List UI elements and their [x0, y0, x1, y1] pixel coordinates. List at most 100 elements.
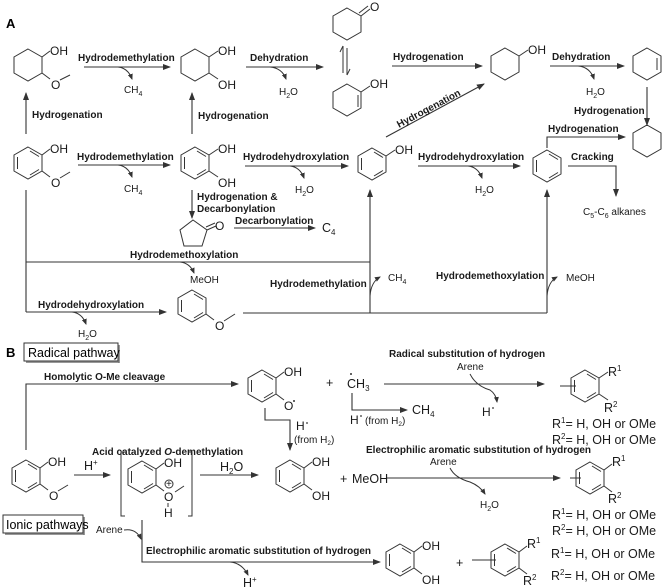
arene-label-1: Arene [457, 362, 484, 373]
methyl-radical: CH3 [347, 377, 370, 393]
ch4-release-curve-2 [117, 164, 133, 178]
svg-text:OH: OH [218, 44, 236, 58]
ch4-byproduct: CH4 [124, 85, 142, 98]
svg-text:OH: OH [50, 142, 68, 156]
ionic-pathways-label: Ionic pathways [6, 518, 89, 532]
hdm-mid-label: Hydrodemethylation [77, 152, 174, 163]
svg-text:OH: OH [312, 455, 330, 469]
radical-pathway-label: Radical pathway [28, 346, 120, 360]
svg-text:H: H [164, 506, 173, 520]
cyclohexene-structure [632, 47, 662, 81]
alkanes-product: C5-C6 alkanes [583, 207, 646, 220]
r2-definition-1: R2= H, OH or OMe [552, 432, 656, 447]
cyclohexanediol-structure: OH OH [180, 44, 236, 92]
arene-curve-1 [469, 373, 499, 403]
h2o-byproduct-2: H2O [586, 87, 605, 100]
radical-pathway-box [23, 342, 119, 362]
r2-definition-3: R2= H, OH or OMe [551, 568, 655, 583]
hydrogenation-left-label: Hydrogenation [32, 110, 103, 121]
radical-sub-label: Radical substitution of hydrogen [389, 349, 545, 360]
guaiacoxy-radical-structure: OH O [247, 365, 302, 413]
methanol-label: MeOH [352, 472, 388, 486]
svg-text:OH: OH [284, 365, 302, 379]
eas-label-2: Electrophilic aromatic substitution of h… [146, 546, 371, 557]
oxonium-intermediate: OH O + H [120, 451, 193, 520]
h-radical-label-2: H [350, 413, 359, 427]
eas-label-1: Electrophilic aromatic substitution of h… [366, 445, 591, 456]
svg-text:OH: OH [422, 573, 440, 587]
cyclopentanone-structure: O [179, 219, 224, 247]
h-radical-label: H [296, 419, 305, 433]
plus-sign-2: + [340, 472, 347, 486]
svg-text:R1: R1 [612, 454, 626, 469]
methoxycyclohexanol-structure: OH O [13, 44, 71, 92]
svg-text:OH: OH [48, 455, 66, 469]
catechol-structure: OH OH [180, 142, 236, 190]
cyclohexane-structure [632, 124, 662, 158]
cyclohexanone-structure: O [332, 0, 379, 41]
svg-text:OH: OH [370, 77, 388, 91]
left-bracket [120, 451, 125, 517]
svg-text:+: + [166, 479, 172, 490]
hdh-bottom-label: Hydrodehydroxylation [38, 300, 144, 311]
arene-label-2: Arene [430, 457, 457, 468]
proton-label: H+ [84, 458, 98, 473]
svg-text:R1: R1 [608, 364, 622, 379]
svg-text:OH: OH [218, 176, 236, 190]
homolytic-arrow [25, 381, 239, 450]
eas-second-arrow [141, 520, 381, 565]
r2-definition-2: R2= H, OH or OMe [552, 523, 656, 538]
hdmo-upper-label: Hydrodemethoxylation [130, 250, 238, 261]
catechol-product-c: OH OH [385, 539, 440, 587]
ch4-byproduct-3: CH4 [388, 273, 406, 286]
h2o-byproduct: H2O [279, 87, 298, 100]
meoh-byproduct-2: MeOH [566, 273, 595, 284]
svg-text:R2: R2 [523, 573, 537, 588]
svg-text:O: O [215, 219, 224, 233]
r1-definition-1: R1= H, OH or OMe [552, 416, 656, 431]
substituted-arene-product-1: R1 R2 [560, 364, 622, 415]
h2o-release-curve-3 [289, 165, 305, 179]
right-bracket [188, 451, 193, 517]
h2o-release-curve-5 [71, 311, 87, 325]
svg-text:OH: OH [164, 456, 182, 470]
cyclohexanol-structure: OH [490, 43, 546, 81]
proton-release-curve [229, 561, 249, 576]
arene-curve-2 [449, 467, 486, 495]
decarbonylation-label: Decarbonylation [235, 216, 313, 227]
methane-product: CH4 [412, 403, 435, 419]
catechol-product-b: OH OH [275, 455, 330, 503]
arene-label-3: Arene [96, 525, 123, 536]
svg-text:R1: R1 [527, 536, 541, 551]
arene-curve-3 [123, 529, 142, 540]
substituted-arene-product-2: R1 R2 [570, 454, 626, 506]
svg-text:OH: OH [312, 489, 330, 503]
guaiacol-structure-b: OH O [11, 455, 69, 503]
homolytic-label: Homolytic O-Me cleavage [44, 372, 166, 383]
benzene-structure [532, 149, 562, 183]
hdm-top-label: Hydrodemethylation [78, 53, 175, 64]
dehydration-top-label: Dehydration [250, 53, 308, 64]
svg-text:OH: OH [395, 143, 413, 157]
hyd-decarb-label-2: Decarbonylation [197, 204, 275, 215]
hydroxyl-label: OH [50, 44, 68, 58]
h2o-release-curve-4 [467, 165, 483, 179]
meoh-byproduct: MeOH [190, 275, 219, 286]
h2o-release-curve [269, 66, 287, 80]
hydrogenation-benzene-arrow [546, 134, 626, 148]
meoh-release-curve [179, 261, 195, 274]
panel-a-label: A [6, 16, 16, 31]
svg-text:OH: OH [218, 78, 236, 92]
water-byproduct-b: H2O [480, 500, 499, 513]
ch4-byproduct-2: CH4 [124, 184, 142, 197]
r1-definition-3: R1= H, OH or OMe [551, 546, 655, 561]
ionic-pathways-box [2, 514, 84, 534]
svg-text:O: O [215, 319, 224, 333]
dehydration-right-label: Dehydration [552, 52, 610, 63]
svg-text:OH: OH [422, 539, 440, 553]
hydrogenation-benzene-label: Hydrogenation [548, 124, 619, 135]
proton-byproduct: H+ [243, 575, 257, 588]
svg-text:O: O [370, 0, 379, 14]
from-h2-label-2: (from H2) [365, 416, 405, 428]
